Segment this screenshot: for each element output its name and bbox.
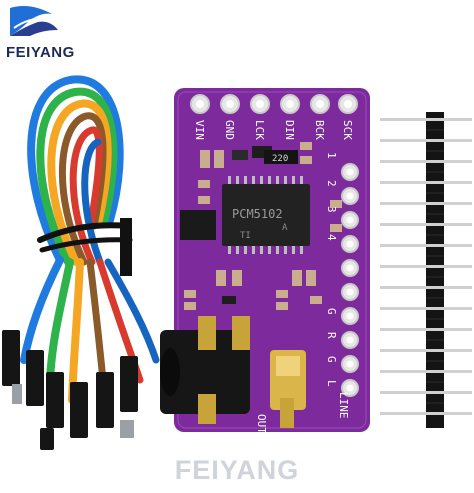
watermark-text: FEIYANG	[174, 455, 300, 485]
pin-label-bck: BCK	[313, 120, 326, 140]
side-letter-g1: G	[325, 308, 338, 315]
side-letter-l: L	[325, 380, 338, 387]
pin-label-sck: SCK	[341, 120, 354, 140]
pin-label-din: DIN	[283, 120, 296, 140]
pin-header-strip	[380, 112, 472, 428]
small-chip-marking: 220	[272, 154, 288, 164]
side-letter-g2: G	[325, 356, 338, 363]
label-line: LINE	[337, 392, 350, 419]
side-letter-r: R	[325, 332, 338, 339]
pin-label-gnd: GND	[223, 120, 236, 140]
side-pin-labels: 1 2 3 4 G R G L LINE OUT	[255, 152, 350, 434]
label-out: OUT	[255, 414, 268, 434]
audio-jack	[160, 316, 306, 428]
small-smd-chip: 220	[264, 150, 298, 164]
pin-label-lck: LCK	[253, 120, 266, 140]
top-pin-holes	[190, 94, 358, 114]
wave-logo-icon	[10, 6, 58, 36]
smd-components	[180, 142, 342, 310]
dupont-wires	[20, 75, 160, 404]
side-number-4: 4	[325, 234, 338, 241]
side-pin-holes	[341, 163, 359, 397]
top-pin-labels: VIN GND LCK DIN BCK SCK	[193, 120, 354, 140]
side-number-3: 3	[325, 206, 338, 213]
pin-label-vin: VIN	[193, 120, 206, 140]
brand-logo-text: FEIYANG	[6, 44, 75, 61]
pcm5102-chip: PCM5102 A TI	[222, 176, 310, 254]
dupont-connectors	[2, 330, 138, 450]
side-number-1: 1	[325, 152, 338, 159]
chip-line-2: A	[282, 223, 288, 233]
chip-line-3: TI	[240, 231, 251, 241]
chip-part-number: PCM5102	[232, 207, 283, 221]
side-number-2: 2	[325, 180, 338, 187]
